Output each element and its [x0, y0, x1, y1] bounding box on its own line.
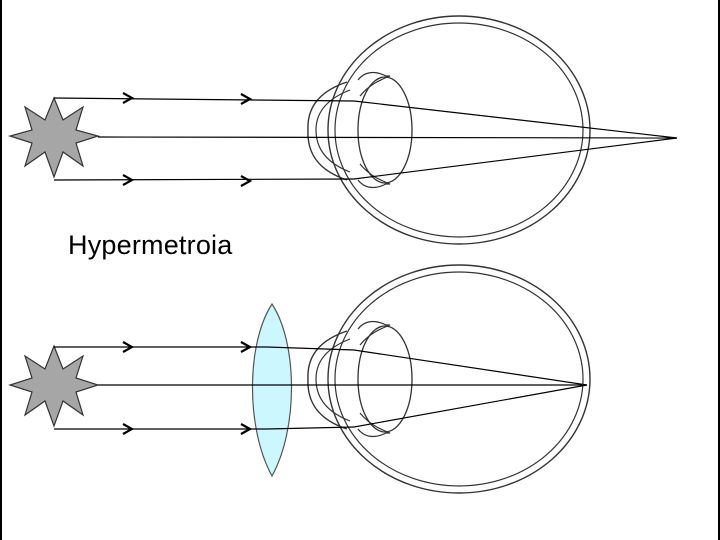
- light-source-star-icon: [10, 98, 98, 177]
- eyeball-outline: [308, 16, 590, 244]
- corrected-eye-panel: [10, 265, 590, 493]
- ray-arrow-icon: [123, 93, 132, 103]
- ray-arrow-icon: [241, 94, 250, 104]
- focused-ray-bottom: [354, 385, 587, 427]
- ray-arrow-icon: [241, 176, 250, 186]
- convex-lens-shape: [253, 304, 292, 476]
- light-ray-top: [54, 98, 354, 101]
- light-source-star-icon: [10, 346, 98, 426]
- focused-ray-top: [354, 350, 587, 385]
- light-ray-bottom: [54, 179, 354, 180]
- refracted-ray-bottom: [354, 138, 677, 179]
- refracted-ray-top: [354, 101, 677, 138]
- uncorrected-eye-panel: [10, 16, 677, 244]
- diagram-caption: Hypermetroia: [68, 230, 232, 261]
